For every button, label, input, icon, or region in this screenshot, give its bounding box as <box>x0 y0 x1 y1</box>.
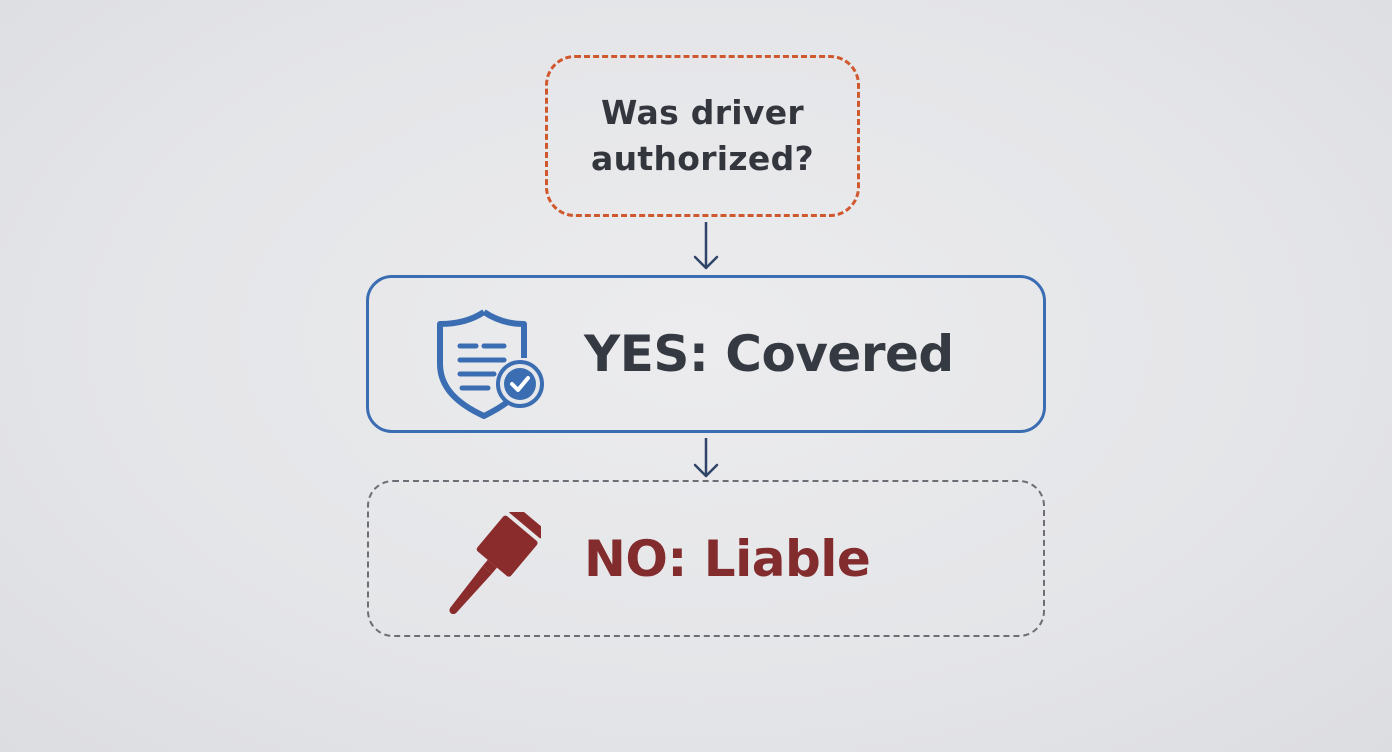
question-node: Was driver authorized? <box>545 55 860 217</box>
gavel-icon <box>449 512 541 614</box>
yes-covered-node: YES: Covered <box>366 275 1046 433</box>
yes-covered-label: YES: Covered <box>584 325 954 383</box>
question-text: Was driver authorized? <box>591 90 814 182</box>
question-line-1: Was driver <box>600 93 804 132</box>
no-liable-node: NO: Liable <box>367 480 1045 637</box>
question-line-2: authorized? <box>591 139 814 178</box>
no-liable-label: NO: Liable <box>584 529 871 588</box>
shield-check-icon <box>437 309 544 419</box>
arrow-down-icon <box>693 438 719 478</box>
arrow-down-icon <box>693 222 719 270</box>
